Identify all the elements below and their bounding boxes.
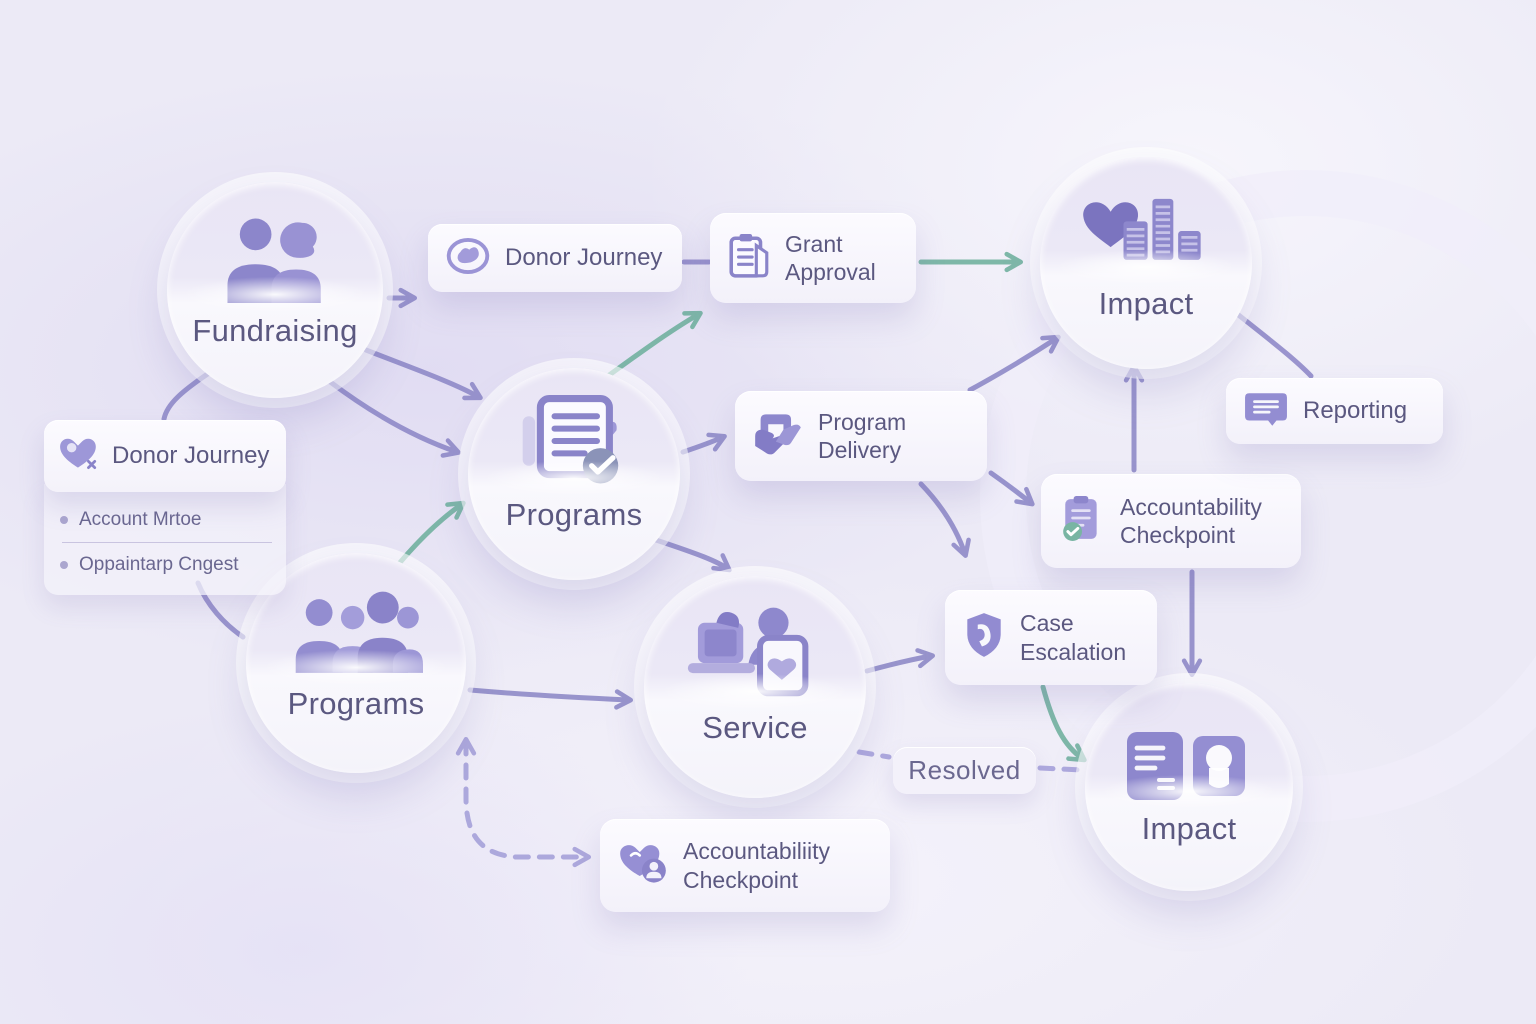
resolved-pill: Resolved (893, 747, 1036, 794)
heart-chart-icon (1078, 183, 1214, 276)
donor-journey-card-list: Account Mrtoe Oppaintarp Cngest (44, 484, 286, 595)
list-item-label: Oppaintarp Cngest (79, 554, 239, 575)
box-label: Reporting (1303, 397, 1408, 424)
support-agent-icon (684, 602, 826, 700)
heart-pulse-icon (58, 436, 100, 477)
donor-journey-card-header: Donor Journey (44, 420, 286, 492)
accountability-checkpoint-box: Accountability Checkpoint (1041, 474, 1301, 568)
node-label: Programs (505, 497, 643, 533)
document-check-icon (515, 394, 633, 487)
card-title: Donor Journey (112, 442, 270, 469)
case-escalation-box: Case Escalation (945, 590, 1157, 685)
edge-impact-to-reporting (1233, 310, 1314, 379)
donor-journey-pill: Donor Journey (428, 224, 682, 292)
node-label: Service (702, 709, 808, 745)
node-programs-center: Programs (468, 368, 680, 580)
box-label: Grant Approval (785, 230, 876, 285)
edge-program-delivery-to-accountability (988, 470, 1035, 507)
node-label: Impact (1141, 810, 1237, 846)
edge-case-escalation-to-impact-bottom (1040, 684, 1087, 763)
resolved-label: Resolved (908, 755, 1021, 785)
reporting-pill: Reporting (1226, 378, 1443, 444)
edge-programs-to-grant-approval (594, 310, 703, 387)
edge-fundraising-to-programs-upper (363, 347, 483, 401)
edge-programs-bottom-to-programs-center (390, 500, 466, 574)
edge-programs-to-program-delivery (680, 432, 727, 455)
handover-box-icon (753, 412, 803, 461)
list-item: Account Mrtoe (60, 502, 272, 538)
box-label: Case Escalation (1020, 610, 1127, 665)
shield-phone-icon (963, 611, 1005, 664)
clipboard-check-icon (1059, 495, 1105, 547)
edge-program-delivery-to-impact (967, 334, 1061, 393)
people-pair-icon (212, 208, 338, 304)
edge-programs-to-service (653, 537, 732, 573)
program-delivery-box: Program Delivery (735, 391, 987, 481)
edge-resolved-to-impact-dashed (1037, 765, 1084, 773)
node-label: Impact (1098, 286, 1194, 322)
clipboard-document-icon (728, 233, 770, 284)
bullet-icon (60, 561, 68, 569)
donor-blob-icon (446, 237, 490, 279)
list-item-label: Account Mrtoe (79, 509, 202, 530)
node-fundraising: Fundraising (167, 182, 383, 398)
edge-service-to-case-escalation (864, 648, 935, 674)
box-label: Program Delivery (818, 408, 907, 463)
edge-program-delivery-to-case-escalation (918, 481, 971, 558)
accountability-checkpoint-bottom-box: Accountabiliity Checkpoint (600, 819, 890, 912)
donor-journey-card: Donor Journey Account Mrtoe Oppaintarp C… (44, 420, 286, 595)
report-bubble-icon (1244, 391, 1288, 432)
list-item: Oppaintarp Cngest (60, 547, 272, 583)
edge-fundraising-to-programs-lower (326, 378, 461, 458)
node-label: Fundraising (192, 313, 358, 349)
bullet-icon (60, 516, 68, 524)
divider (62, 542, 272, 543)
edge-fundraising-to-donor-card (161, 368, 215, 422)
box-label: Donor Journey (505, 244, 663, 271)
edge-programs-accountability-feedback-dashed (455, 736, 592, 868)
node-label: Programs (287, 685, 425, 721)
people-group-icon (289, 579, 423, 676)
edge-programs-bottom-to-service (467, 687, 634, 710)
node-impact-top: Impact (1040, 157, 1252, 369)
node-impact-bottom: Impact (1085, 683, 1293, 891)
node-service: Service (644, 576, 866, 798)
heart-person-icon (618, 841, 668, 890)
box-label: Accountability Checkpoint (1120, 493, 1262, 548)
box-label: Accountabiliity Checkpoint (683, 838, 831, 893)
edge-service-to-resolved-dashed (856, 749, 892, 760)
grant-approval-box: Grant Approval (710, 213, 916, 303)
report-badge-icon (1127, 709, 1251, 801)
